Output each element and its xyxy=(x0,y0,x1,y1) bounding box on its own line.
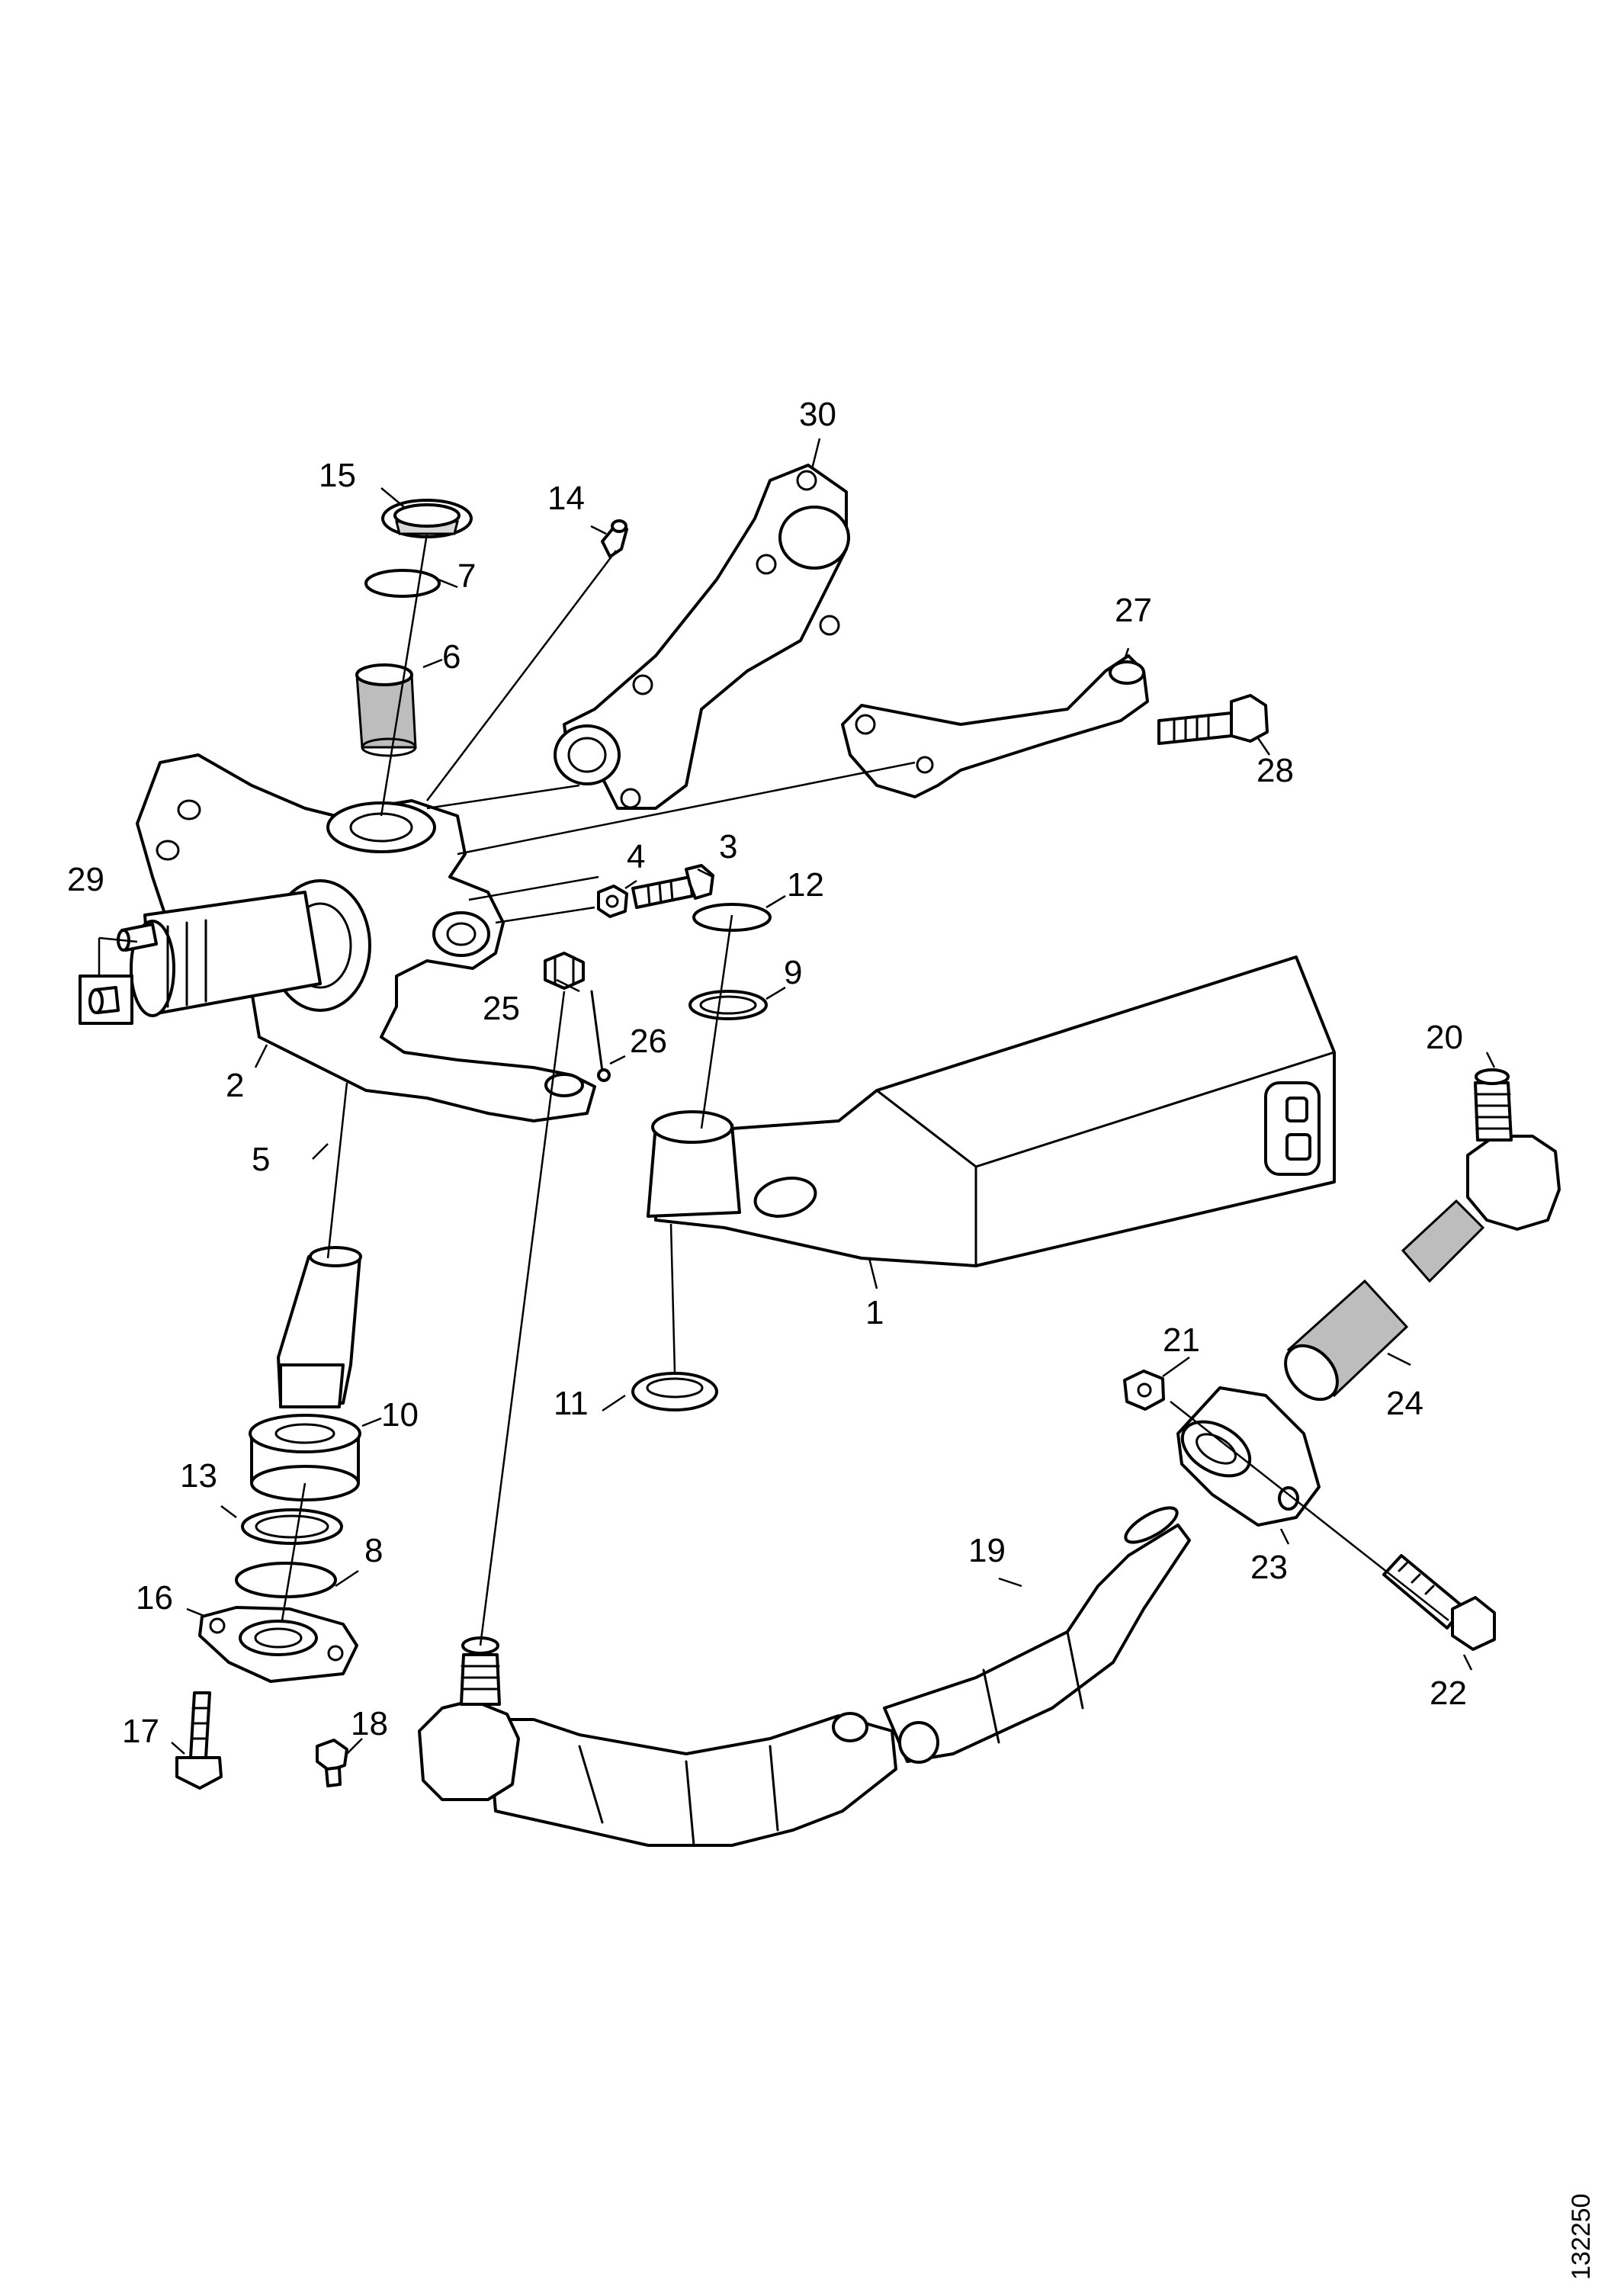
part-20-tie-rod-end xyxy=(1401,1068,1561,1283)
part-5-king-pin xyxy=(277,1246,362,1408)
callout-30: 30 xyxy=(799,396,836,433)
callout-1: 1 xyxy=(865,1294,884,1331)
part-19-track-rod xyxy=(486,1506,1191,1847)
callout-25: 25 xyxy=(483,990,520,1027)
part-14-grease-nipple xyxy=(601,519,628,558)
part-17-bolt xyxy=(175,1691,223,1790)
callout-9: 9 xyxy=(784,954,802,991)
document-number: 132250 xyxy=(1567,2194,1596,2280)
callout-7: 7 xyxy=(457,557,476,595)
callout-23: 23 xyxy=(1250,1549,1288,1586)
callout-21: 21 xyxy=(1163,1321,1200,1359)
callout-27: 27 xyxy=(1115,592,1152,629)
callout-14: 14 xyxy=(547,480,585,517)
part-27-steering-arm xyxy=(841,654,1149,798)
part-4-nut xyxy=(597,885,628,918)
callout-15: 15 xyxy=(319,457,356,494)
part-25-castle-nut xyxy=(544,952,585,990)
callout-leaders xyxy=(171,438,1496,1755)
callout-17: 17 xyxy=(122,1713,159,1750)
part-13-seal xyxy=(241,1508,343,1545)
part-29-dowel-pin xyxy=(79,923,158,1025)
callout-3: 3 xyxy=(719,828,737,865)
callout-2: 2 xyxy=(226,1067,244,1104)
callout-22: 22 xyxy=(1430,1675,1467,1712)
part-7-o-ring xyxy=(364,569,441,598)
part-15-cover-cap xyxy=(381,499,473,538)
callout-13: 13 xyxy=(180,1457,217,1495)
part-6-needle-bushing xyxy=(355,663,417,757)
callout-12: 12 xyxy=(787,866,824,904)
callout-26: 26 xyxy=(630,1023,667,1060)
callout-6: 6 xyxy=(442,638,461,676)
callout-4: 4 xyxy=(627,838,645,875)
part-18-grease-nipple xyxy=(316,1739,348,1787)
tie-rod-ball-joint-left xyxy=(418,1636,520,1801)
callout-16: 16 xyxy=(136,1579,173,1617)
callout-11: 11 xyxy=(554,1385,589,1422)
callout-24: 24 xyxy=(1386,1385,1423,1422)
part-9-thrust-washer xyxy=(688,990,768,1020)
callout-20: 20 xyxy=(1426,1019,1463,1056)
part-26-split-pin xyxy=(590,990,611,1082)
callout-28: 28 xyxy=(1257,752,1294,789)
callout-8: 8 xyxy=(364,1532,383,1569)
part-21-nut xyxy=(1123,1370,1165,1411)
part-16-cover-plate xyxy=(198,1606,358,1683)
part-11-seal-ring xyxy=(631,1372,718,1411)
callout-18: 18 xyxy=(351,1705,388,1742)
part-28-bolt xyxy=(1157,694,1269,745)
callout-19: 19 xyxy=(968,1532,1006,1569)
part-1-front-axle-beam xyxy=(647,955,1336,1267)
part-22-bolt xyxy=(1382,1554,1496,1651)
callout-10: 10 xyxy=(381,1396,419,1434)
part-30-steering-bracket xyxy=(554,464,850,810)
callout-29: 29 xyxy=(67,861,104,898)
callout-labels: 30 15 14 7 27 6 28 3 4 29 12 9 25 26 2 2… xyxy=(67,396,1467,1750)
assembly-lines xyxy=(98,533,1449,1646)
part-2-steering-knuckle xyxy=(130,753,596,1122)
callout-5: 5 xyxy=(252,1141,270,1178)
part-23-clamp xyxy=(1176,1386,1321,1527)
part-24-adjuster-sleeve xyxy=(1284,1279,1409,1402)
